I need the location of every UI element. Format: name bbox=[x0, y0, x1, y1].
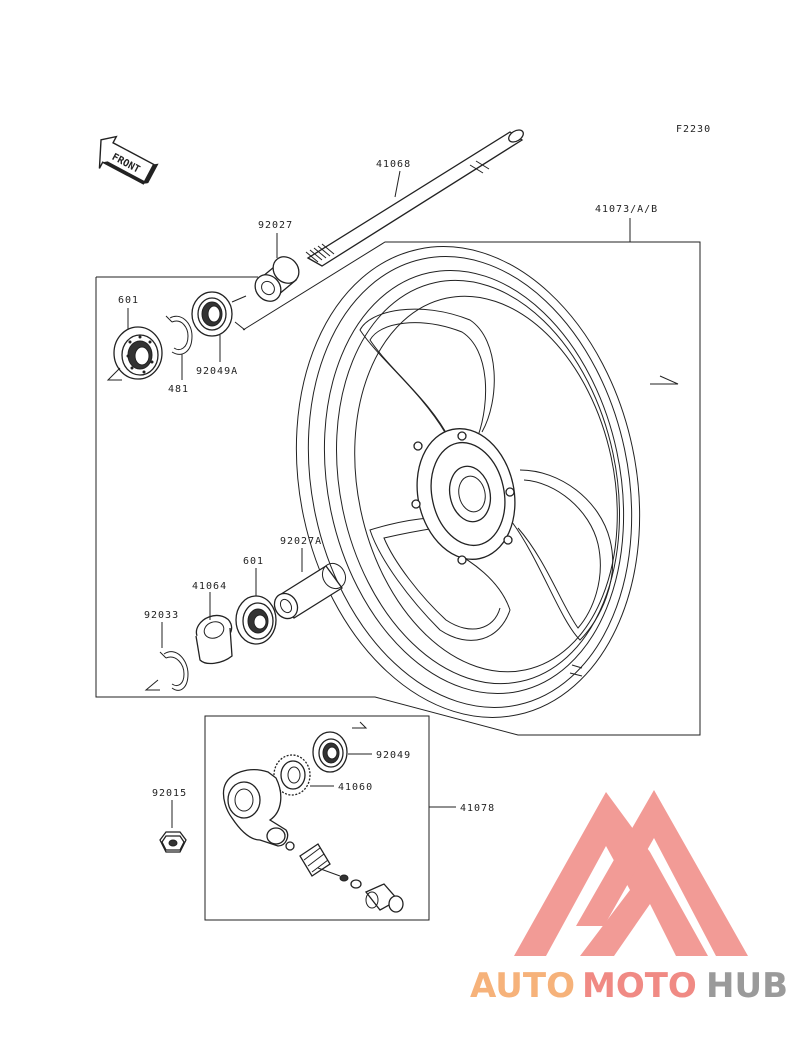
gear-housing-outline bbox=[204, 715, 430, 921]
label-oil-seal-gear: 92049 bbox=[376, 750, 411, 761]
bushing bbox=[364, 883, 404, 913]
wheel-assembly-outline bbox=[95, 241, 701, 736]
label-axle: 41068 bbox=[376, 159, 411, 170]
label-bearing-lower: 601 bbox=[243, 556, 264, 567]
watermark-logo bbox=[514, 790, 748, 956]
bearing-upper bbox=[113, 326, 163, 380]
label-meter-gear: 41060 bbox=[338, 782, 373, 793]
circlip-upper bbox=[165, 315, 193, 355]
label-gear-housing: 41078 bbox=[460, 803, 495, 814]
bearing-lower bbox=[235, 595, 277, 645]
label-axle-nut: 92015 bbox=[152, 788, 187, 799]
axle-nut bbox=[159, 831, 187, 853]
svg-text:MOTO: MOTO bbox=[582, 966, 697, 1006]
front-axle bbox=[305, 129, 524, 267]
label-oil-seal-upper: 92049A bbox=[196, 366, 238, 377]
gear-housing bbox=[222, 769, 289, 847]
svg-text:AUTO: AUTO bbox=[470, 966, 575, 1006]
collar-lower bbox=[273, 562, 347, 620]
circlip-lower bbox=[159, 651, 189, 691]
front-wheel bbox=[295, 246, 641, 718]
collar-upper bbox=[254, 256, 300, 302]
label-collar-lower: 92027A bbox=[280, 536, 322, 547]
watermark-text: AUTO MOTO HUB bbox=[470, 966, 788, 1006]
label-wheel: 41073/A/B bbox=[595, 204, 658, 215]
oil-seal-gear bbox=[312, 731, 348, 773]
coupling bbox=[195, 614, 233, 665]
meter-gear bbox=[273, 754, 311, 796]
label-collar-upper: 92027 bbox=[258, 220, 293, 231]
label-coupling: 41064 bbox=[192, 581, 227, 592]
svg-text:HUB: HUB bbox=[706, 966, 788, 1006]
front-arrow-icon: FRONT bbox=[98, 135, 159, 185]
figure-code: F2230 bbox=[676, 124, 711, 135]
label-circlip-lower: 92033 bbox=[144, 610, 179, 621]
label-bearing-upper: 601 bbox=[118, 295, 139, 306]
oil-seal-upper bbox=[191, 291, 233, 337]
label-circlip-upper: 481 bbox=[168, 384, 189, 395]
pinion-gear bbox=[285, 841, 362, 889]
